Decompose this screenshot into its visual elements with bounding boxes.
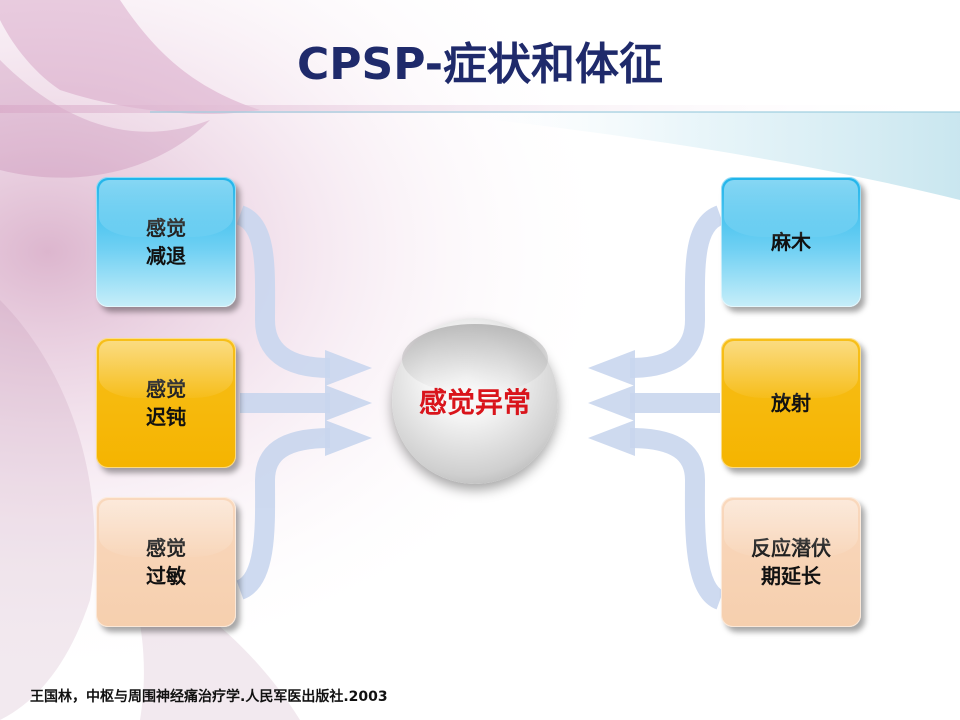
box-label: 感觉 过敏	[146, 536, 186, 588]
box-sensory-dullness: 感觉 迟钝	[96, 338, 236, 468]
box-radiation: 放射	[721, 338, 861, 468]
box-label: 反应潜伏 期延长	[751, 536, 831, 588]
citation-text: 王国林，中枢与周围神经痛治疗学.人民军医出版社.2003	[30, 689, 388, 705]
arrowhead-right-middle	[588, 385, 635, 421]
arrowhead-right-top	[588, 350, 635, 386]
arrowhead-right-bottom	[588, 420, 635, 456]
center-label: 感觉异常	[418, 386, 531, 419]
arrow-left-bottom	[235, 428, 331, 600]
box-label: 放射	[771, 391, 811, 415]
arrowhead-left-bottom	[325, 420, 372, 456]
box-delayed-latency: 反应潜伏 期延长	[721, 497, 861, 627]
center-sphere: 感觉异常	[392, 318, 558, 484]
arrow-left-top	[235, 205, 331, 378]
arrow-right-top	[629, 205, 725, 378]
arrowhead-left-top	[325, 350, 372, 386]
box-label: 感觉 迟钝	[146, 377, 186, 429]
box-sensory-reduction: 感觉 减退	[96, 177, 236, 307]
box-label: 麻木	[771, 230, 811, 254]
box-hypersensitivity: 感觉 过敏	[96, 497, 236, 627]
arrow-right-bottom	[629, 428, 725, 610]
box-numbness: 麻木	[721, 177, 861, 307]
arrowhead-left-middle	[325, 385, 372, 421]
box-label: 感觉 减退	[146, 216, 186, 268]
slide-title: CPSP-症状和体征	[297, 39, 663, 90]
